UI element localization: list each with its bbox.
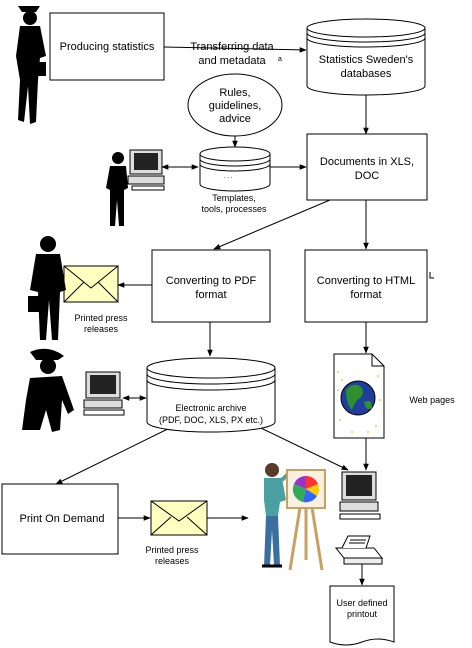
electronic-archive-cylinder: Electronic archive (PDF, DOC, XLS, PX et… — [146, 357, 276, 433]
archive-label-1: Electronic archive — [175, 403, 246, 413]
printed-press-1-label-2: releases — [84, 324, 119, 334]
printer-icon — [334, 535, 384, 565]
easel-icon — [286, 469, 326, 571]
computer-icon — [127, 149, 165, 191]
convert-pdf-box — [151, 249, 271, 323]
person-icon — [106, 152, 128, 226]
envelope-icon — [150, 500, 208, 536]
databases-label-1: Statistics Sweden's — [319, 54, 414, 66]
convert-pdf-label-1: Converting to PDF — [166, 275, 257, 287]
svg-text:. . .: . . . — [224, 174, 233, 180]
databases-label-2: databases — [341, 68, 392, 80]
documents-label-1: Documents in XLS, — [320, 156, 414, 168]
person-icon — [16, 6, 46, 124]
templates-label-1: Templates, — [212, 193, 256, 203]
person-icon — [22, 348, 74, 432]
arrow-producing-to-databases — [163, 46, 307, 53]
person-icon — [28, 236, 66, 340]
rules-ellipse — [187, 73, 283, 137]
convert-html-label-2: format — [350, 289, 381, 301]
computer-icon — [83, 371, 125, 416]
producing-statistics-box — [49, 12, 165, 81]
printout-label-1: User defined — [336, 598, 387, 608]
printed-press-2-label-2: releases — [155, 556, 190, 566]
printed-press-1-label-1: Printed press — [74, 313, 128, 323]
printout-label-2: printout — [347, 609, 378, 619]
documents-box — [306, 133, 428, 201]
convert-pdf-label-2: format — [195, 289, 226, 301]
transferring-label-1: Transferring data — [190, 41, 274, 53]
small-mark: a — [278, 56, 282, 63]
producing-statistics-label: Producing statistics — [60, 41, 155, 53]
computer-icon — [339, 471, 381, 520]
documents-label-2: DOC — [355, 170, 380, 182]
corner-mark — [429, 272, 434, 279]
print-on-demand-label: Print On Demand — [20, 513, 105, 525]
rules-label-1: Rules, — [219, 87, 250, 99]
templates-cylinder: . . . — [199, 146, 271, 192]
globe-page-icon — [333, 353, 385, 439]
arrow-documents-to-pdf — [213, 199, 331, 250]
templates-label-2: tools, processes — [201, 204, 267, 214]
rules-label-2: guidelines, — [209, 100, 262, 112]
archive-label-2: (PDF, DOC, XLS, PX etc.) — [159, 415, 263, 425]
databases-cylinder: Statistics Sweden's databases — [306, 18, 426, 96]
printed-press-2-label-1: Printed press — [145, 545, 199, 555]
web-pages-label: Web pages — [409, 395, 455, 405]
envelope-icon — [63, 265, 119, 303]
convert-html-label-1: Converting to HTML — [317, 275, 415, 287]
rules-label-3: advice — [219, 113, 251, 125]
printout-document — [329, 585, 395, 646]
convert-html-box — [304, 249, 428, 323]
print-on-demand-box — [1, 483, 119, 555]
transferring-label-2: and metadata — [198, 55, 266, 67]
